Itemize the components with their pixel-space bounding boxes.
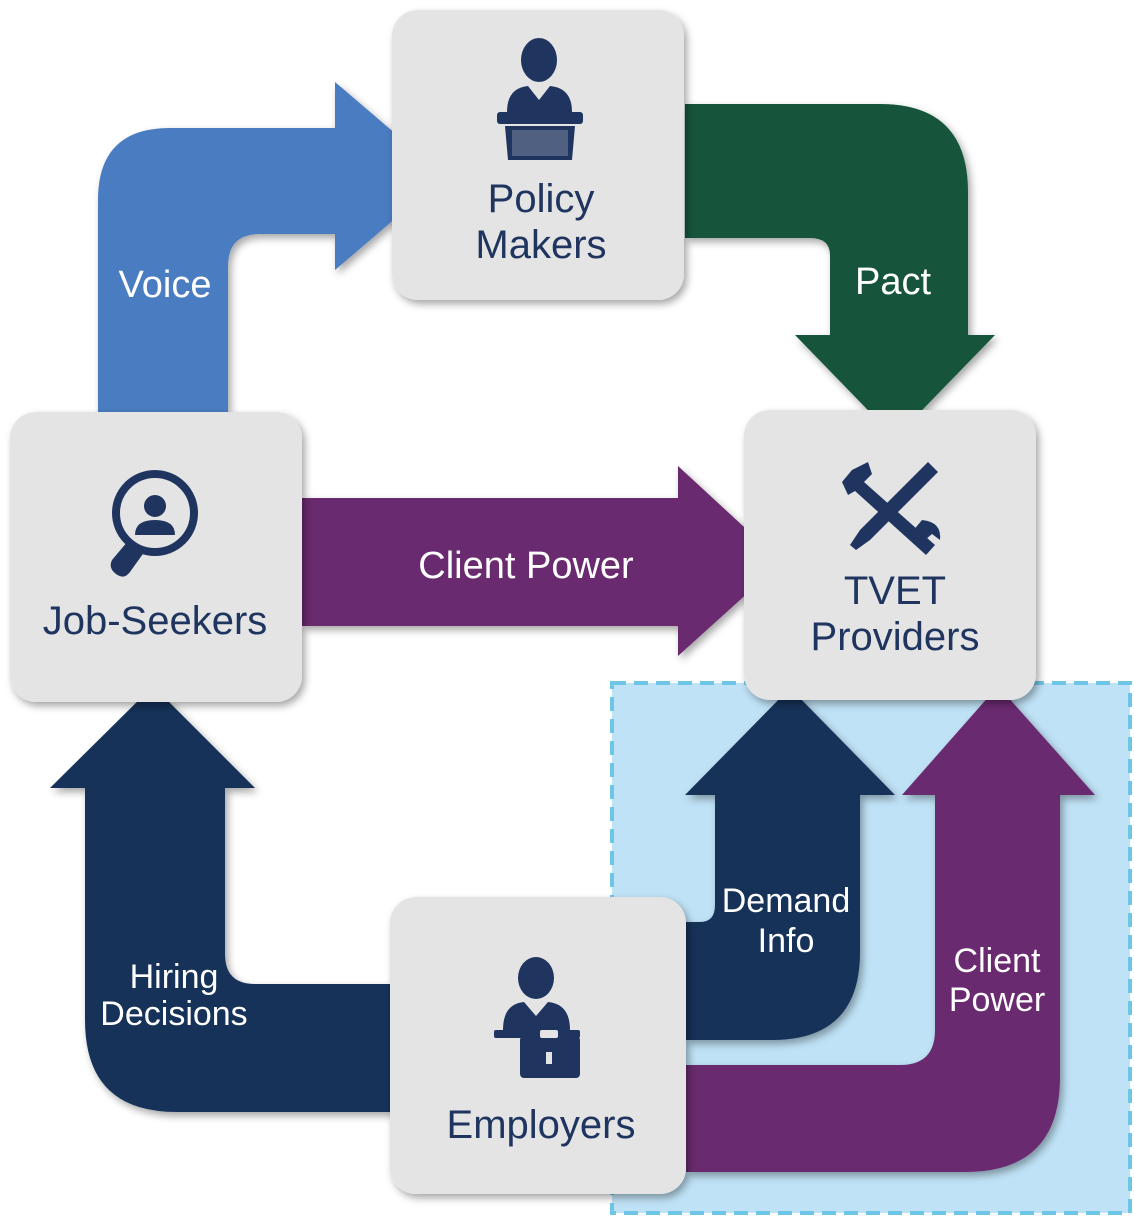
policy-makers-label-line2: Makers bbox=[475, 223, 606, 267]
hiring-decisions-arrow bbox=[50, 686, 392, 1112]
wrench-screwdriver-icon bbox=[842, 462, 941, 555]
job-seekers-node bbox=[10, 412, 302, 702]
hiring-decisions-label-line2: Decisions bbox=[100, 995, 247, 1033]
magnifier-person-icon bbox=[110, 470, 198, 577]
client-power-employers-label-line1: Client bbox=[954, 942, 1041, 980]
client-power-label: Client Power bbox=[418, 545, 634, 587]
businessman-briefcase-icon bbox=[494, 957, 580, 1078]
voice-arrow bbox=[98, 82, 445, 412]
job-seekers-label: Job-Seekers bbox=[43, 599, 268, 643]
tvet-providers-label-line1: TVET bbox=[844, 569, 946, 613]
speaker-podium-icon bbox=[497, 38, 583, 160]
client-power-employers-label-line2: Power bbox=[949, 981, 1045, 1019]
voice-label: Voice bbox=[119, 264, 212, 306]
tvet-providers-node bbox=[744, 410, 1036, 700]
hiring-decisions-label-line1: Hiring bbox=[130, 958, 219, 996]
demand-info-arrow bbox=[685, 688, 895, 1040]
client-power-arrow bbox=[302, 466, 782, 656]
demand-info-label-line1: Demand bbox=[722, 882, 851, 920]
demand-info-label-line2: Info bbox=[758, 922, 815, 960]
pact-label: Pact bbox=[855, 261, 931, 303]
policy-makers-label-line1: Policy bbox=[488, 177, 595, 221]
pact-arrow bbox=[685, 104, 995, 438]
employers-label: Employers bbox=[447, 1103, 636, 1147]
client-power-employers-arrow bbox=[686, 686, 1095, 1172]
tvet-providers-label-line2: Providers bbox=[811, 615, 980, 659]
